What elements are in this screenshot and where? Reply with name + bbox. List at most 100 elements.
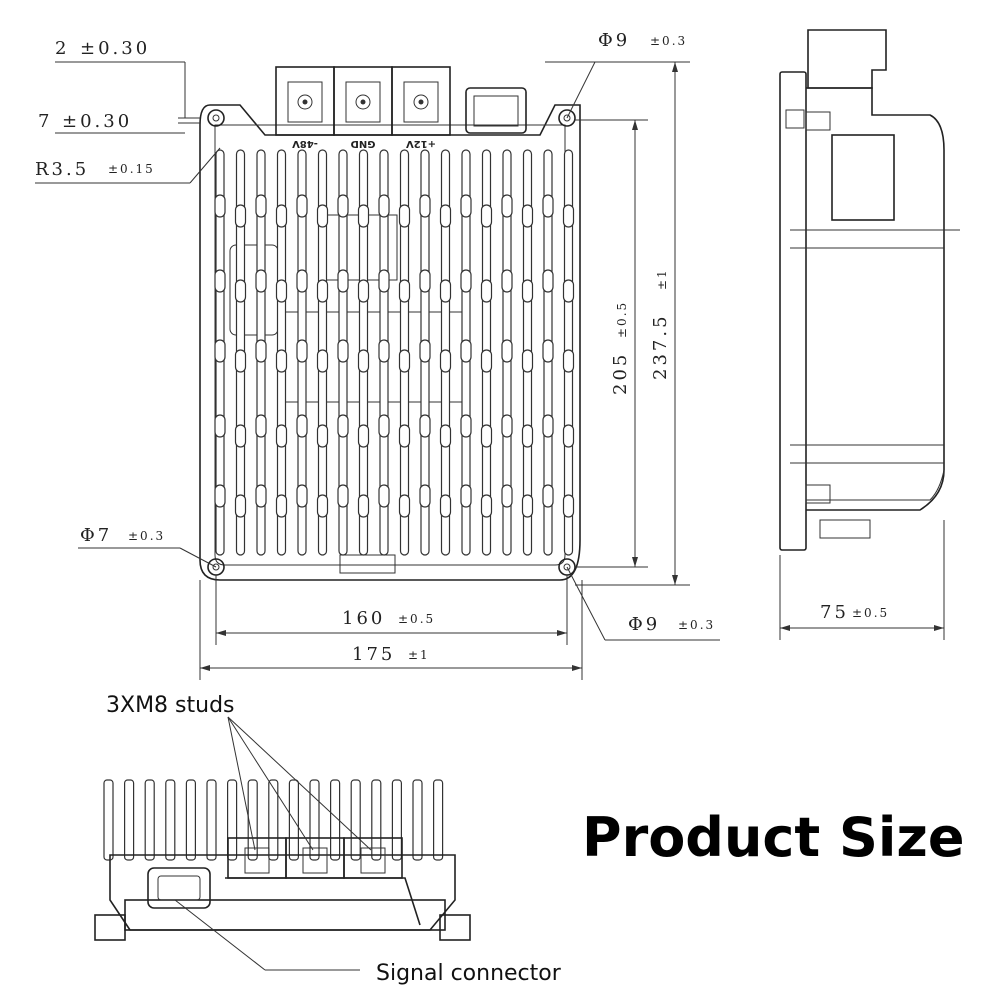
fin-clip [439, 424, 452, 448]
fin-clip [460, 269, 472, 293]
fin-clip [542, 484, 554, 508]
dim-7-tol: ±0.30 [62, 111, 132, 132]
fin-clip [275, 204, 288, 228]
fin-clip [316, 494, 329, 518]
fin-clip [378, 194, 390, 218]
fin-clip [439, 279, 452, 303]
terminal-label-neg48v: -48V [292, 138, 318, 149]
fin-clip [234, 349, 247, 373]
fin-clip [378, 269, 390, 293]
fin-clip [480, 349, 493, 373]
dim-75-value: 75 [820, 602, 849, 623]
fin-clip [398, 204, 411, 228]
fin-clip [501, 339, 513, 363]
bottom-heatsink-fin [103, 779, 114, 861]
bottom-heatsink-fin [206, 779, 217, 861]
fin-clip [480, 424, 493, 448]
fin-clip [234, 279, 247, 303]
fin-clip [316, 279, 329, 303]
fin-clip [378, 414, 390, 438]
bottom-heatsink-fin [412, 779, 423, 861]
fin-clip [521, 204, 534, 228]
fin-clip [419, 339, 431, 363]
fin-clip [255, 269, 267, 293]
dim-2-value: 2 [55, 38, 69, 59]
dim-phi7-value: Φ7 [80, 525, 112, 546]
fin-clip [562, 424, 575, 448]
fin-clip [419, 194, 431, 218]
fin-clip [521, 424, 534, 448]
fin-clip [542, 414, 554, 438]
bottom-view [94, 716, 471, 971]
fin-clip [357, 349, 370, 373]
fin-clip [357, 494, 370, 518]
front-view: -48V GND +12V [199, 66, 581, 581]
bottom-heatsink-fin [144, 779, 155, 861]
fin-clip [398, 279, 411, 303]
fin-clip [234, 204, 247, 228]
dim-160-value: 160 [342, 608, 385, 629]
fin-clip [255, 484, 267, 508]
fin-clip [296, 414, 308, 438]
dim-7-value: 7 [38, 111, 52, 132]
fin-clip [542, 194, 554, 218]
dim-175-value: 175 [352, 644, 395, 665]
fin-clip [480, 279, 493, 303]
fin-clip [255, 414, 267, 438]
fin-clip [460, 339, 472, 363]
fin-clip [562, 204, 575, 228]
fin-clip [214, 484, 226, 508]
fin-clip [214, 339, 226, 363]
fin-clip [378, 484, 390, 508]
fin-clip [337, 269, 349, 293]
fin-clip [357, 204, 370, 228]
fin-clip [316, 424, 329, 448]
dim-r35-tol: ±0.15 [108, 162, 155, 176]
fin-clip [337, 484, 349, 508]
fin-clip [316, 204, 329, 228]
dim-phi9-top-value: Φ9 [598, 30, 630, 51]
dim-2375-tol: ±1 [655, 268, 669, 290]
dim-phi9-bottom-value: Φ9 [628, 614, 660, 635]
fin-clip [337, 414, 349, 438]
dimension-arrows [200, 62, 944, 671]
fin-clip [357, 279, 370, 303]
fin-clip [234, 494, 247, 518]
dim-phi9-top-tol: ±0.3 [650, 34, 687, 48]
dim-phi7-tol: ±0.3 [128, 529, 165, 543]
dim-r35-value: R3.5 [35, 159, 89, 180]
bottom-heatsink-fin [433, 779, 444, 861]
fin-clip [542, 269, 554, 293]
dim-2375-value: 237.5 [650, 313, 671, 380]
fin-clip [480, 494, 493, 518]
callout-connector-label: Signal connector [376, 961, 562, 986]
heatsink-fins [214, 149, 575, 556]
fin-clip [337, 194, 349, 218]
fin-clip [460, 194, 472, 218]
fin-clip [275, 424, 288, 448]
fin-clip [398, 349, 411, 373]
terminal-label-pos12v: +12V [406, 138, 436, 149]
fin-clip [501, 484, 513, 508]
bottom-heatsink-fin [371, 779, 382, 861]
fin-clip [214, 269, 226, 293]
fin-clip [419, 414, 431, 438]
fin-clip [234, 424, 247, 448]
dimension-lines [35, 61, 945, 680]
fin-clip [419, 269, 431, 293]
bottom-heatsink-fins [103, 779, 444, 861]
callout-studs-label: 3XM8 studs [106, 693, 235, 718]
dim-205-tol: ±0.5 [615, 301, 629, 338]
fin-clip [255, 194, 267, 218]
bottom-heatsink-fin [185, 779, 196, 861]
fin-clip [214, 194, 226, 218]
fin-clip [296, 339, 308, 363]
fin-clip [521, 494, 534, 518]
fin-clip [439, 204, 452, 228]
fin-clip [296, 194, 308, 218]
fin-clip [542, 339, 554, 363]
dimension-texts: 2 ±0.30 7 ±0.30 R3.5 ±0.15 Φ9 ±0.3 Φ7 ±0… [35, 30, 887, 665]
fin-clip [521, 279, 534, 303]
bottom-heatsink-fin [350, 779, 361, 861]
bottom-heatsink-fin [330, 779, 341, 861]
